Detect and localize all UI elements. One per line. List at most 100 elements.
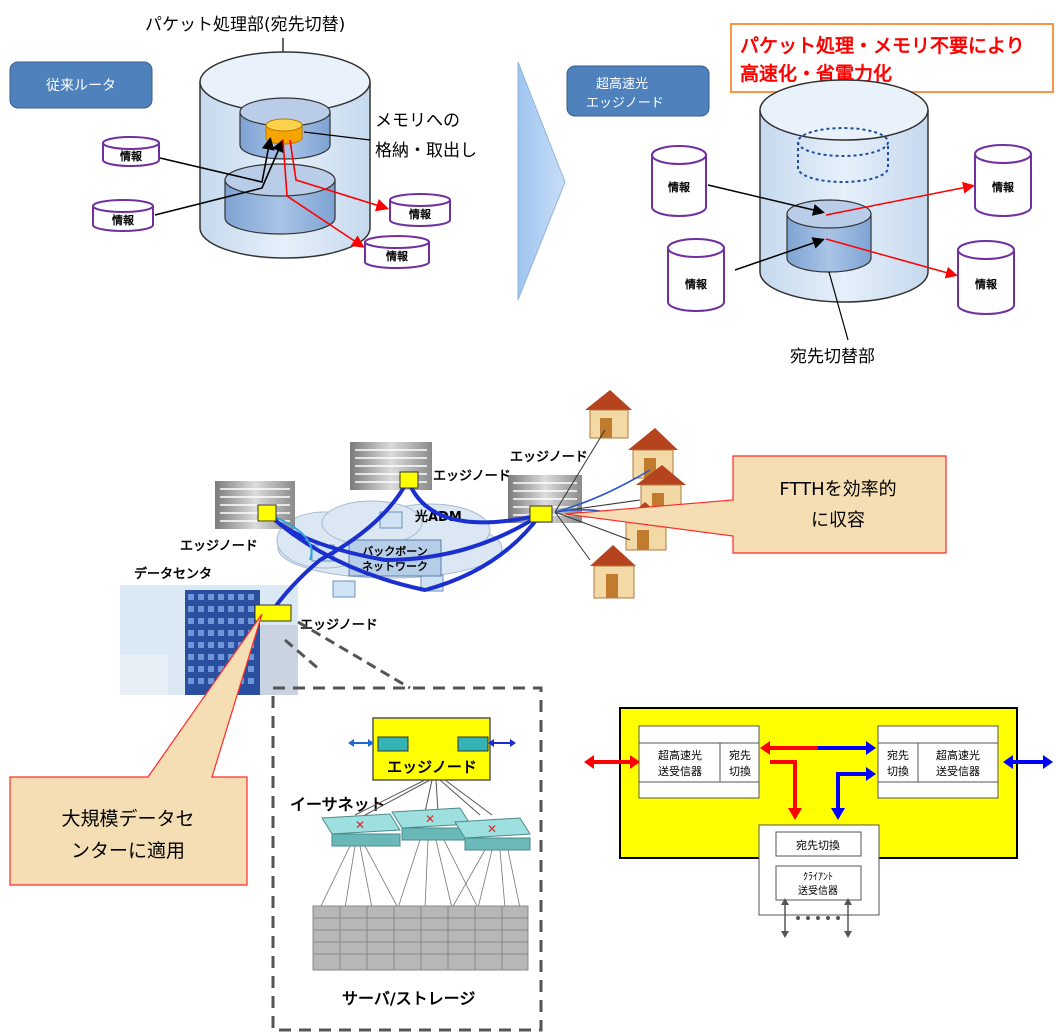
detail-edge-node: エッジノード [372, 717, 491, 781]
input-flow-arrow [154, 139, 285, 216]
red-internal-arrow [760, 741, 818, 820]
ultrafast-node-line2: エッジノード [586, 96, 664, 111]
right-transceiver-group: 宛先 切換 超高速光 送受信器 [877, 725, 999, 799]
detail-port-arrow [488, 739, 516, 747]
edge-node-icon [399, 471, 419, 489]
edge-node-label: エッジノード [180, 539, 258, 554]
info-cylinder: 情報 [389, 193, 451, 227]
ethernet-switch: ✕ [454, 817, 531, 851]
zoom-line [297, 620, 411, 690]
house-icon [628, 428, 678, 479]
house-icon [585, 390, 632, 439]
info-cylinder: 情報 [364, 235, 430, 269]
info-label: 情報 [685, 277, 708, 291]
datacenter-label: データセンタ [134, 566, 212, 582]
info-label: 情報 [386, 249, 409, 263]
datacenter-callout: 大規模データセ ンターに適用 [9, 613, 263, 886]
input-flow-arrow [734, 237, 825, 271]
client-line1: ｸﾗｲｱﾝﾄ [803, 871, 833, 883]
server-lines [319, 839, 521, 909]
info-cylinder: 情報 [92, 199, 154, 232]
zoom-line [284, 638, 321, 672]
servers-label: サーバ/ストレージ [342, 989, 475, 1008]
blue-io-arrow [1003, 755, 1053, 769]
dest-switch-label: 宛先切替部 [790, 347, 875, 367]
info-label: 情報 [112, 213, 135, 227]
input-flow-arrow [707, 184, 825, 216]
house-icon [590, 545, 636, 599]
transition-arrow [517, 61, 566, 301]
dest-switch-leader [828, 271, 849, 341]
client-line2: 送受信器 [798, 884, 838, 897]
dc-callout-line1: 大規模データセ [61, 808, 194, 830]
info-label: 情報 [668, 180, 691, 194]
detail-box [271, 686, 543, 1032]
client-group: 宛先切換 ｸﾗｲｱﾝﾄ 送受信器 [758, 824, 880, 916]
memory-label-line2: 格納・取出し [375, 141, 477, 161]
memory-leader [303, 131, 371, 141]
svg-text:✕: ✕ [355, 818, 365, 832]
ftth-line2: に収容 [811, 510, 865, 531]
edge-node-label: エッジノード [510, 450, 588, 465]
ethernet-lines [354, 779, 493, 816]
memory-icon [265, 118, 303, 145]
output-flow-arrow [282, 139, 365, 248]
ftth-callout: FTTHを効率的 に収容 [564, 455, 947, 554]
detail-edge-node-label: エッジノード [387, 758, 477, 776]
benefit-line1: パケット処理・メモリ不要により [740, 34, 1025, 57]
info-label: 情報 [992, 180, 1015, 194]
info-cylinder: 情報 [102, 136, 160, 167]
info-label: 情報 [409, 207, 432, 221]
output-flow-arrow [825, 238, 958, 279]
conventional-router-label: 従来ルータ [46, 78, 116, 94]
transceiver-line2: 送受信器 [658, 764, 702, 778]
packet-processing-label: パケット処理部(宛先切替) [145, 15, 345, 35]
blue-internal-arrow [818, 741, 876, 820]
edge-node-label: エッジノード [433, 469, 511, 484]
info-cylinder: 情報 [957, 240, 1015, 315]
optical-adm-label: 光ADM [414, 509, 462, 525]
edge-node-icon [257, 504, 277, 522]
client-port-arrows [781, 898, 852, 938]
edge-node-icon [529, 505, 553, 523]
removed-memory-cylinder [797, 127, 889, 183]
ftth-line1: FTTHを効率的 [779, 479, 896, 500]
transceiver-line1: 超高速光 [658, 748, 702, 762]
transceiver-line2: 送受信器 [936, 764, 980, 778]
output-flow-arrow [289, 139, 390, 212]
ethernet-switch: ✕ [321, 813, 401, 847]
server-rack [350, 442, 432, 490]
backbone-link-light [267, 513, 313, 561]
ethernet-label: イーサネット [290, 795, 386, 814]
info-cylinder: 情報 [667, 238, 725, 312]
left-transceiver-group: 超高速光 送受信器 宛先 切換 [638, 725, 760, 799]
backbone-line1: バックボーン [362, 544, 427, 558]
switch-line2: 切換 [887, 765, 909, 778]
datacenter-building [120, 585, 298, 695]
switch-line1: 宛先 [729, 748, 751, 762]
switch-line2: 切換 [729, 765, 751, 778]
info-label: 情報 [120, 149, 143, 163]
conventional-router-badge: 従来ルータ [9, 61, 153, 109]
backbone-line2: ネットワーク [362, 560, 428, 573]
ultrafast-node-line1: 超高速光 [596, 76, 648, 92]
svg-text:✕: ✕ [487, 822, 497, 836]
backbone-links [266, 479, 542, 616]
memory-label-line1: メモリへの [375, 111, 460, 131]
benefit-box: パケット処理・メモリ不要により 高速化・省電力化 [730, 23, 1054, 93]
edge-node-icon [254, 604, 292, 622]
output-flow-arrow [825, 181, 975, 216]
adm-node [332, 580, 356, 598]
server-storage-stack [312, 905, 529, 971]
info-cylinder: 情報 [974, 144, 1032, 217]
transceiver-line1: 超高速光 [936, 748, 980, 762]
ultrafast-node-badge: 超高速光 エッジノード [566, 65, 710, 117]
detail-port-arrow [348, 739, 374, 747]
dest-switch-block-label: 宛先切換 [796, 838, 840, 852]
switch-cylinder [224, 163, 336, 235]
benefit-line2: 高速化・省電力化 [740, 62, 892, 85]
red-io-arrow [584, 755, 640, 769]
dest-switch-cylinder [786, 199, 872, 273]
info-cylinder: 情報 [651, 145, 707, 217]
